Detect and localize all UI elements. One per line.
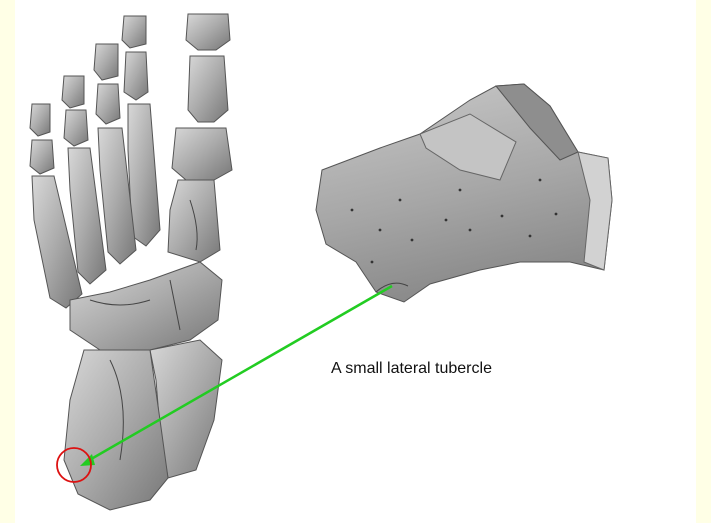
- caption-label: A small lateral tubercle: [331, 360, 492, 378]
- talus-bone: [316, 84, 612, 302]
